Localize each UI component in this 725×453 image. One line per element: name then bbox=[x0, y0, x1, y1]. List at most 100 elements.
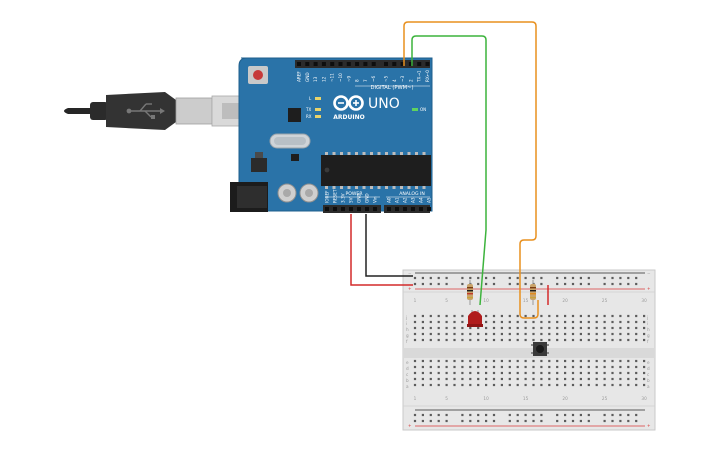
crystal-oscillator bbox=[269, 133, 311, 149]
power-pin-label: 5V bbox=[349, 197, 354, 203]
power-pin-socket[interactable] bbox=[341, 207, 345, 211]
digital-pin-label: AREF bbox=[297, 71, 302, 82]
digital-pin-label: 12 bbox=[321, 76, 326, 82]
digital-pin-socket[interactable] bbox=[313, 62, 318, 66]
wire-green-d2[interactable] bbox=[411, 35, 487, 306]
analog-pin-label: A2 bbox=[403, 197, 408, 203]
column-number: 30 bbox=[641, 396, 647, 401]
power-pin-socket[interactable] bbox=[373, 207, 377, 211]
digital-pin-socket[interactable] bbox=[384, 62, 388, 66]
wire-orange-d3[interactable] bbox=[403, 21, 539, 319]
row-letters: j i h g f e d c b a j i h g f e d c b a bbox=[405, 315, 650, 389]
row-letter: c bbox=[406, 372, 409, 377]
row-letter: j bbox=[405, 315, 407, 320]
power-pin-label: 3.3V bbox=[341, 193, 346, 203]
tx-label: TX bbox=[305, 107, 311, 112]
row-letter: d bbox=[406, 366, 409, 371]
digital-pin-label: 4 bbox=[392, 79, 397, 82]
rail-plus-label-right: + bbox=[647, 286, 651, 291]
digital-pin-socket[interactable] bbox=[425, 62, 430, 66]
row-letter: a bbox=[406, 384, 409, 389]
power-pin-label: Vin bbox=[373, 196, 378, 203]
small-component bbox=[291, 154, 299, 161]
digital-pin-label: 8 bbox=[355, 79, 360, 82]
analog-pin-socket[interactable] bbox=[427, 207, 431, 211]
row-letter: h bbox=[406, 327, 409, 332]
usb-chip bbox=[288, 108, 301, 122]
digital-pin-label: GND bbox=[305, 72, 310, 82]
digital-pin-label: ~5 bbox=[384, 75, 389, 82]
digital-pin-socket[interactable] bbox=[371, 62, 376, 66]
atmega-chip bbox=[321, 152, 431, 189]
digital-pin-socket[interactable] bbox=[408, 62, 413, 66]
model-label: UNO bbox=[368, 96, 400, 112]
digital-pin-socket[interactable] bbox=[346, 62, 351, 66]
power-pin-socket[interactable] bbox=[349, 207, 353, 211]
wire-5v-red[interactable] bbox=[350, 214, 413, 286]
digital-pin-label: ~11 bbox=[330, 73, 335, 82]
analog-pin-socket[interactable] bbox=[411, 207, 415, 211]
digital-header[interactable] bbox=[295, 60, 430, 68]
regulator-tab bbox=[255, 152, 263, 158]
digital-pin-socket[interactable] bbox=[417, 62, 422, 66]
power-pin-socket[interactable] bbox=[357, 207, 361, 211]
power-jack[interactable] bbox=[230, 182, 268, 212]
arduino-logo-icon bbox=[333, 95, 364, 111]
row-letter: e bbox=[647, 360, 650, 365]
digital-pin-socket[interactable] bbox=[363, 62, 368, 66]
reset-button[interactable] bbox=[248, 66, 268, 84]
analog-pin-socket[interactable] bbox=[387, 207, 391, 211]
power-pin-label: IOREF bbox=[325, 190, 330, 203]
l-led bbox=[315, 97, 321, 100]
digital-pin-label: ~9 bbox=[346, 75, 351, 82]
rail-minus-label: − bbox=[408, 271, 412, 276]
power-pin-socket[interactable] bbox=[365, 207, 369, 211]
row-letter: e bbox=[406, 360, 409, 365]
analog-pin-socket[interactable] bbox=[419, 207, 423, 211]
digital-pin-label: 2 bbox=[408, 79, 413, 82]
resistor-button[interactable] bbox=[530, 280, 536, 305]
push-button[interactable] bbox=[531, 342, 549, 356]
row-letter: j bbox=[646, 315, 648, 320]
power-pin-socket[interactable] bbox=[333, 207, 337, 211]
analog-header-label: ANALOG IN bbox=[399, 191, 425, 197]
l-led-label: L bbox=[309, 96, 312, 101]
breadboard-holes[interactable] bbox=[413, 276, 646, 423]
digital-pin-socket[interactable] bbox=[305, 62, 310, 66]
digital-pin-socket[interactable] bbox=[338, 62, 343, 66]
row-letter: i bbox=[647, 321, 648, 326]
digital-pin-sockets[interactable] bbox=[297, 62, 430, 66]
power-pin-socket[interactable] bbox=[325, 207, 329, 211]
power-pin-label: RESET bbox=[333, 189, 338, 203]
row-letter: d bbox=[647, 366, 650, 371]
rx-label: RX bbox=[306, 114, 312, 119]
power-header[interactable] bbox=[323, 205, 381, 213]
resistor-led[interactable] bbox=[467, 280, 473, 305]
digital-pin-socket[interactable] bbox=[400, 62, 405, 66]
breadboard[interactable]: − + − + + + j i h g f e d c b a j i h g … bbox=[402, 269, 656, 431]
rx-led bbox=[315, 115, 321, 118]
digital-pin-socket[interactable] bbox=[355, 62, 360, 66]
brand-label: ARDUINO bbox=[333, 114, 364, 121]
red-led[interactable] bbox=[467, 310, 483, 327]
analog-header[interactable] bbox=[384, 205, 431, 213]
digital-pin-socket[interactable] bbox=[297, 62, 301, 66]
power-pin-label: GND bbox=[357, 193, 362, 203]
on-led bbox=[412, 108, 418, 111]
digital-pin-socket[interactable] bbox=[321, 62, 326, 66]
column-number: 1 bbox=[414, 298, 417, 303]
rail-plus-label-bottom: + bbox=[408, 423, 412, 428]
capacitor-right bbox=[299, 183, 319, 203]
usb-symbol-icon bbox=[126, 103, 165, 119]
digital-pin-socket[interactable] bbox=[330, 62, 335, 66]
digital-pin-socket[interactable] bbox=[392, 62, 397, 66]
row-letter: g bbox=[647, 333, 650, 338]
wire-gnd-black[interactable] bbox=[365, 214, 413, 277]
analog-pin-socket[interactable] bbox=[395, 207, 399, 211]
rail-plus-label: + bbox=[408, 286, 412, 291]
analog-pin-socket[interactable] bbox=[403, 207, 407, 211]
